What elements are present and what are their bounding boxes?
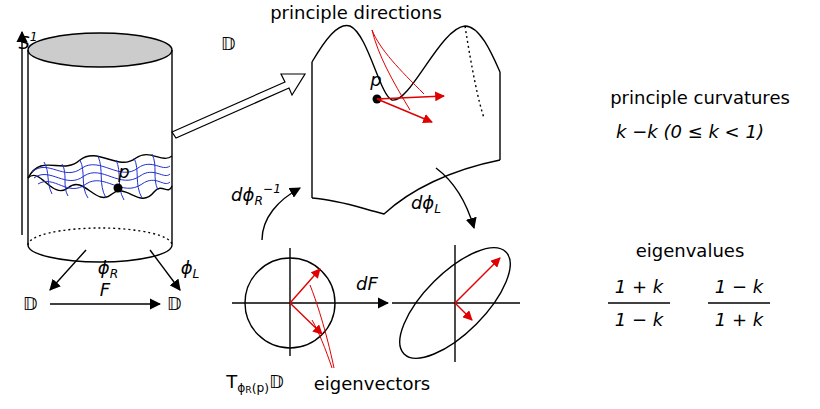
point-label: p — [118, 162, 129, 182]
fraction-numerator: 1 − k — [715, 277, 763, 297]
tangent-circle — [232, 248, 350, 368]
map-label: ϕR — [98, 258, 118, 282]
surface — [28, 154, 172, 200]
fraction-denominator: 1 − k — [615, 310, 663, 330]
phi-r-arrow — [50, 250, 86, 290]
axis-label: S1 — [18, 31, 37, 52]
map-label: dF — [356, 274, 378, 294]
hollow-arrow — [172, 74, 305, 138]
cylinder — [28, 33, 172, 262]
ellipse-image — [383, 231, 527, 375]
fraction-numerator: 1 + k — [615, 277, 663, 297]
point-label: p — [370, 70, 381, 90]
space-label: TϕR(p)𝔻 — [226, 372, 284, 396]
heading-label: eigenvalues — [636, 241, 745, 261]
disk-label: 𝔻 — [23, 294, 38, 314]
disk-label: 𝔻 — [167, 294, 182, 314]
map-label: ϕL — [181, 258, 200, 282]
phi-l-arrow — [150, 250, 180, 290]
dphi-l-arrow — [436, 168, 474, 228]
fraction-bar — [608, 302, 670, 303]
df-arrow — [350, 302, 388, 303]
map-label: dϕR−1 — [231, 183, 281, 208]
callout-label: eigenvectors — [314, 374, 430, 394]
disk-label: 𝔻 — [221, 34, 236, 54]
callout-label: principle directions — [270, 3, 442, 23]
map-label: dϕL — [411, 193, 441, 217]
fraction-denominator: 1 + k — [715, 310, 763, 330]
saddle-surface — [312, 25, 500, 214]
map-label: F — [100, 280, 110, 300]
fraction-bar — [708, 302, 770, 303]
f-arrow — [50, 303, 160, 304]
value-label: k −k (0 ≤ k < 1) — [616, 122, 764, 142]
heading-label: principle curvatures — [610, 88, 790, 108]
s1-axis — [21, 32, 22, 235]
